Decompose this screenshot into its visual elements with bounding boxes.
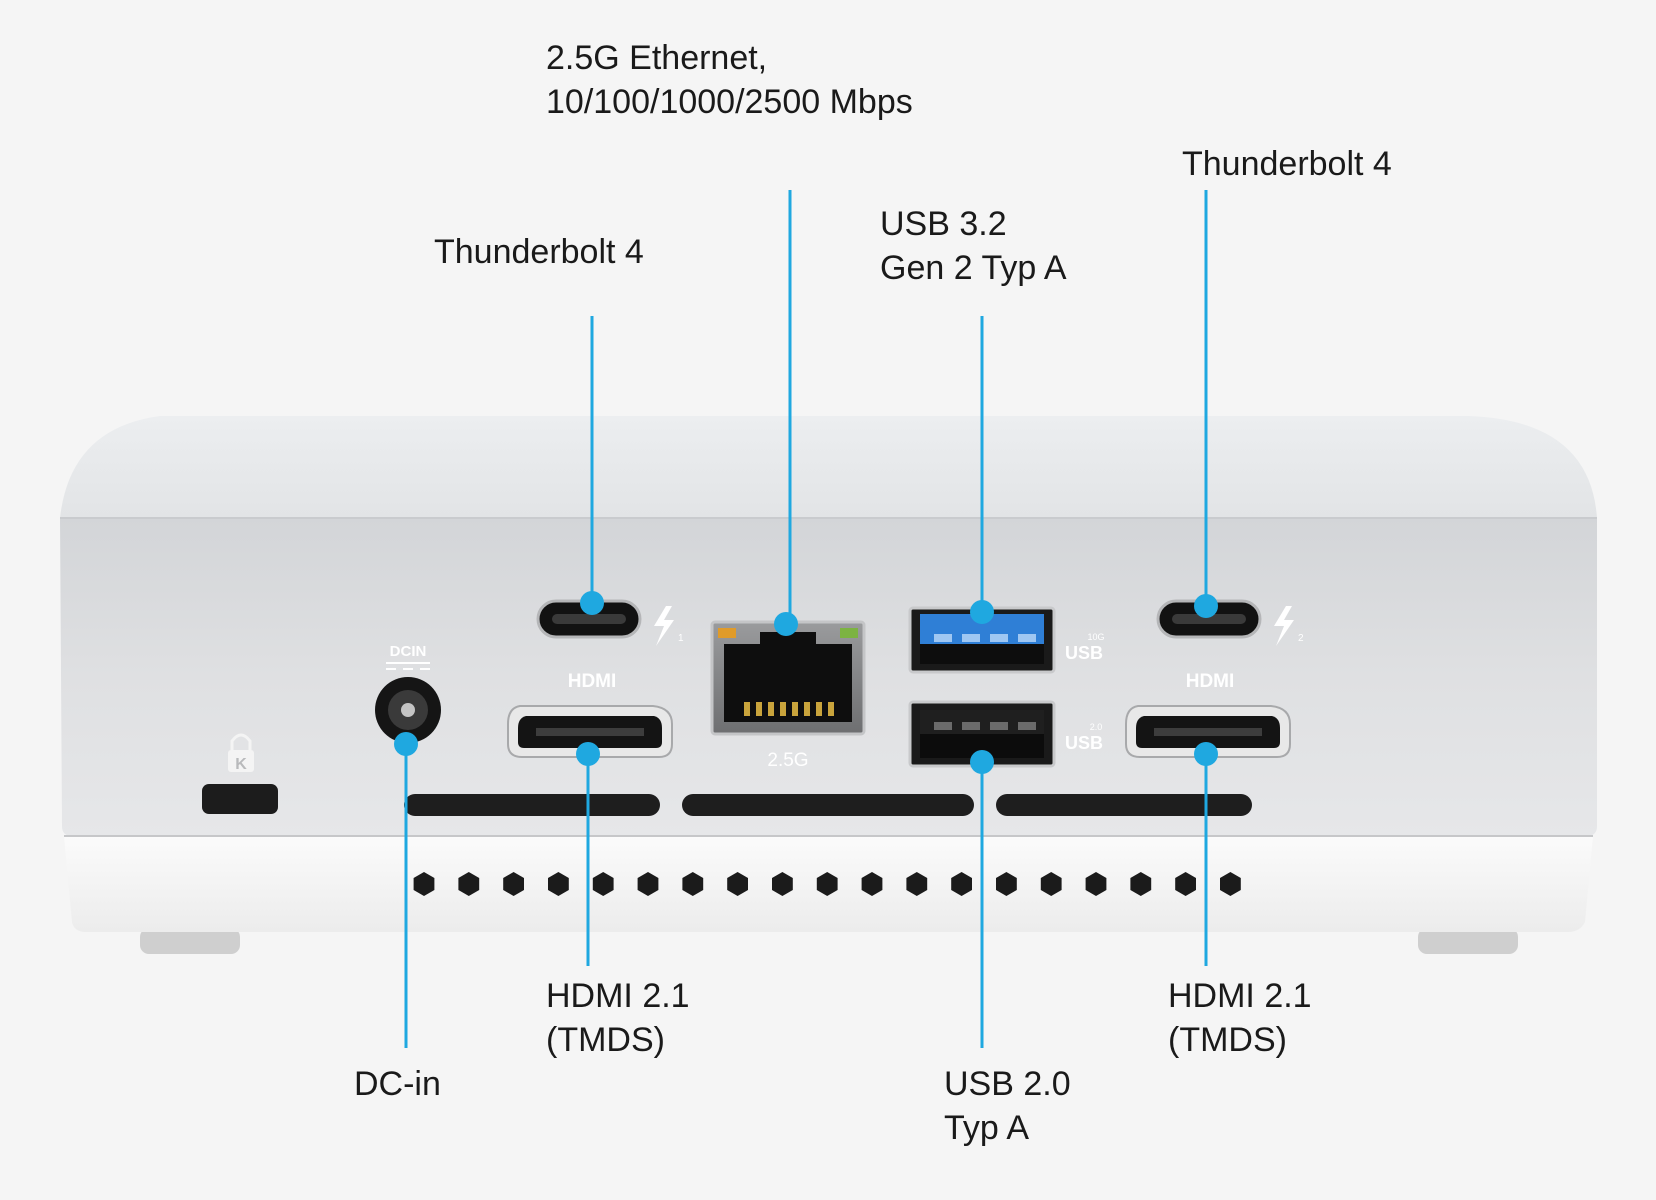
ethernet-pin: [816, 702, 822, 716]
label-thunderbolt-right: Thunderbolt 4: [1182, 145, 1392, 183]
lock-letter: K: [235, 756, 247, 773]
usb-contact: [962, 722, 980, 730]
ethernet-pin: [828, 702, 834, 716]
callout-lines: [404, 190, 1208, 1048]
vent-hole: [548, 872, 569, 896]
label-dcin: DC-in: [354, 1065, 441, 1103]
vent-hole: [458, 872, 480, 896]
dot-usb32: [970, 600, 994, 624]
label-usb20: USB 2.0 Typ A: [944, 1065, 1071, 1147]
ethernet-pin: [780, 702, 786, 716]
vent-holes: [413, 872, 1241, 896]
dot-ethernet: [774, 612, 798, 636]
kensington-slot: [202, 784, 278, 814]
usb-contact: [934, 722, 952, 730]
usb-contact: [934, 634, 952, 642]
label-ethernet: 2.5G Ethernet, 10/100/1000/2500 Mbps: [546, 39, 913, 121]
vent-hole: [861, 872, 883, 896]
dcin-label: DCIN: [390, 643, 427, 660]
chassis-top: [60, 416, 1597, 518]
label-thunderbolt-left: Thunderbolt 4: [434, 233, 644, 271]
vent-hole: [1130, 872, 1152, 896]
dot-tb-left: [580, 591, 604, 615]
vent-hole: [772, 872, 793, 896]
svg-text:10G: 10G: [1087, 632, 1104, 642]
usb3-contacts: [934, 634, 1036, 642]
dot-tb-right: [1194, 594, 1218, 618]
vent-hole: [413, 872, 435, 896]
label-hdmi-right: HDMI 2.1 (TMDS): [1168, 977, 1312, 1059]
vent-hole: [951, 872, 972, 896]
vent-hole: [637, 872, 659, 896]
vent-hole: [1175, 872, 1196, 896]
vent-hole: [816, 872, 838, 896]
thunderbolt-icon: [1274, 606, 1294, 646]
vent-slot: [996, 794, 1252, 816]
ethernet-pin: [744, 702, 750, 716]
lock-icon: [228, 733, 254, 772]
dot-hdmi-left: [576, 742, 600, 766]
usb-label-bottom: USB: [1065, 733, 1103, 753]
usb-contact: [1018, 722, 1036, 730]
dot-usb20: [970, 750, 994, 774]
vent-hole: [592, 872, 614, 896]
svg-text:2.0: 2.0: [1090, 722, 1103, 732]
ethernet-pin: [768, 702, 774, 716]
vent-hole: [1040, 872, 1062, 896]
dot-hdmi-right: [1194, 742, 1218, 766]
svg-text:1: 1: [678, 633, 684, 644]
dot-dcin: [394, 732, 418, 756]
usb-contact: [1018, 634, 1036, 642]
foot-right: [1418, 928, 1518, 954]
ethernet-pins: [744, 702, 834, 716]
vent-slot: [404, 794, 660, 816]
svg-text:2: 2: [1298, 633, 1304, 644]
vent-hole: [503, 872, 524, 896]
ethernet-pin: [792, 702, 798, 716]
hdmi-label-right: HDMI: [1186, 671, 1235, 692]
vent-hole: [1220, 872, 1241, 896]
vent-hole: [682, 872, 704, 896]
usb-label-top: USB: [1065, 643, 1103, 663]
vent-hole: [1085, 872, 1107, 896]
usb-contact: [990, 634, 1008, 642]
callout-dots: [394, 591, 1218, 774]
foot-left: [140, 928, 240, 954]
thunderbolt-icon: [654, 606, 674, 646]
ethernet-pin: [804, 702, 810, 716]
usb-contact: [962, 634, 980, 642]
lan-label: 2.5G: [767, 750, 808, 771]
label-usb32: USB 3.2 Gen 2 Typ A: [880, 205, 1067, 287]
vent-hole: [906, 872, 928, 896]
ethernet-pin: [756, 702, 762, 716]
hdmi-label-left: HDMI: [568, 671, 617, 692]
usb-contact: [990, 722, 1008, 730]
vent-hole: [727, 872, 748, 896]
usb2-contacts: [934, 722, 1036, 730]
label-hdmi-left: HDMI 2.1 (TMDS): [546, 977, 690, 1059]
vent-slot: [682, 794, 974, 816]
vent-hole: [996, 872, 1017, 896]
